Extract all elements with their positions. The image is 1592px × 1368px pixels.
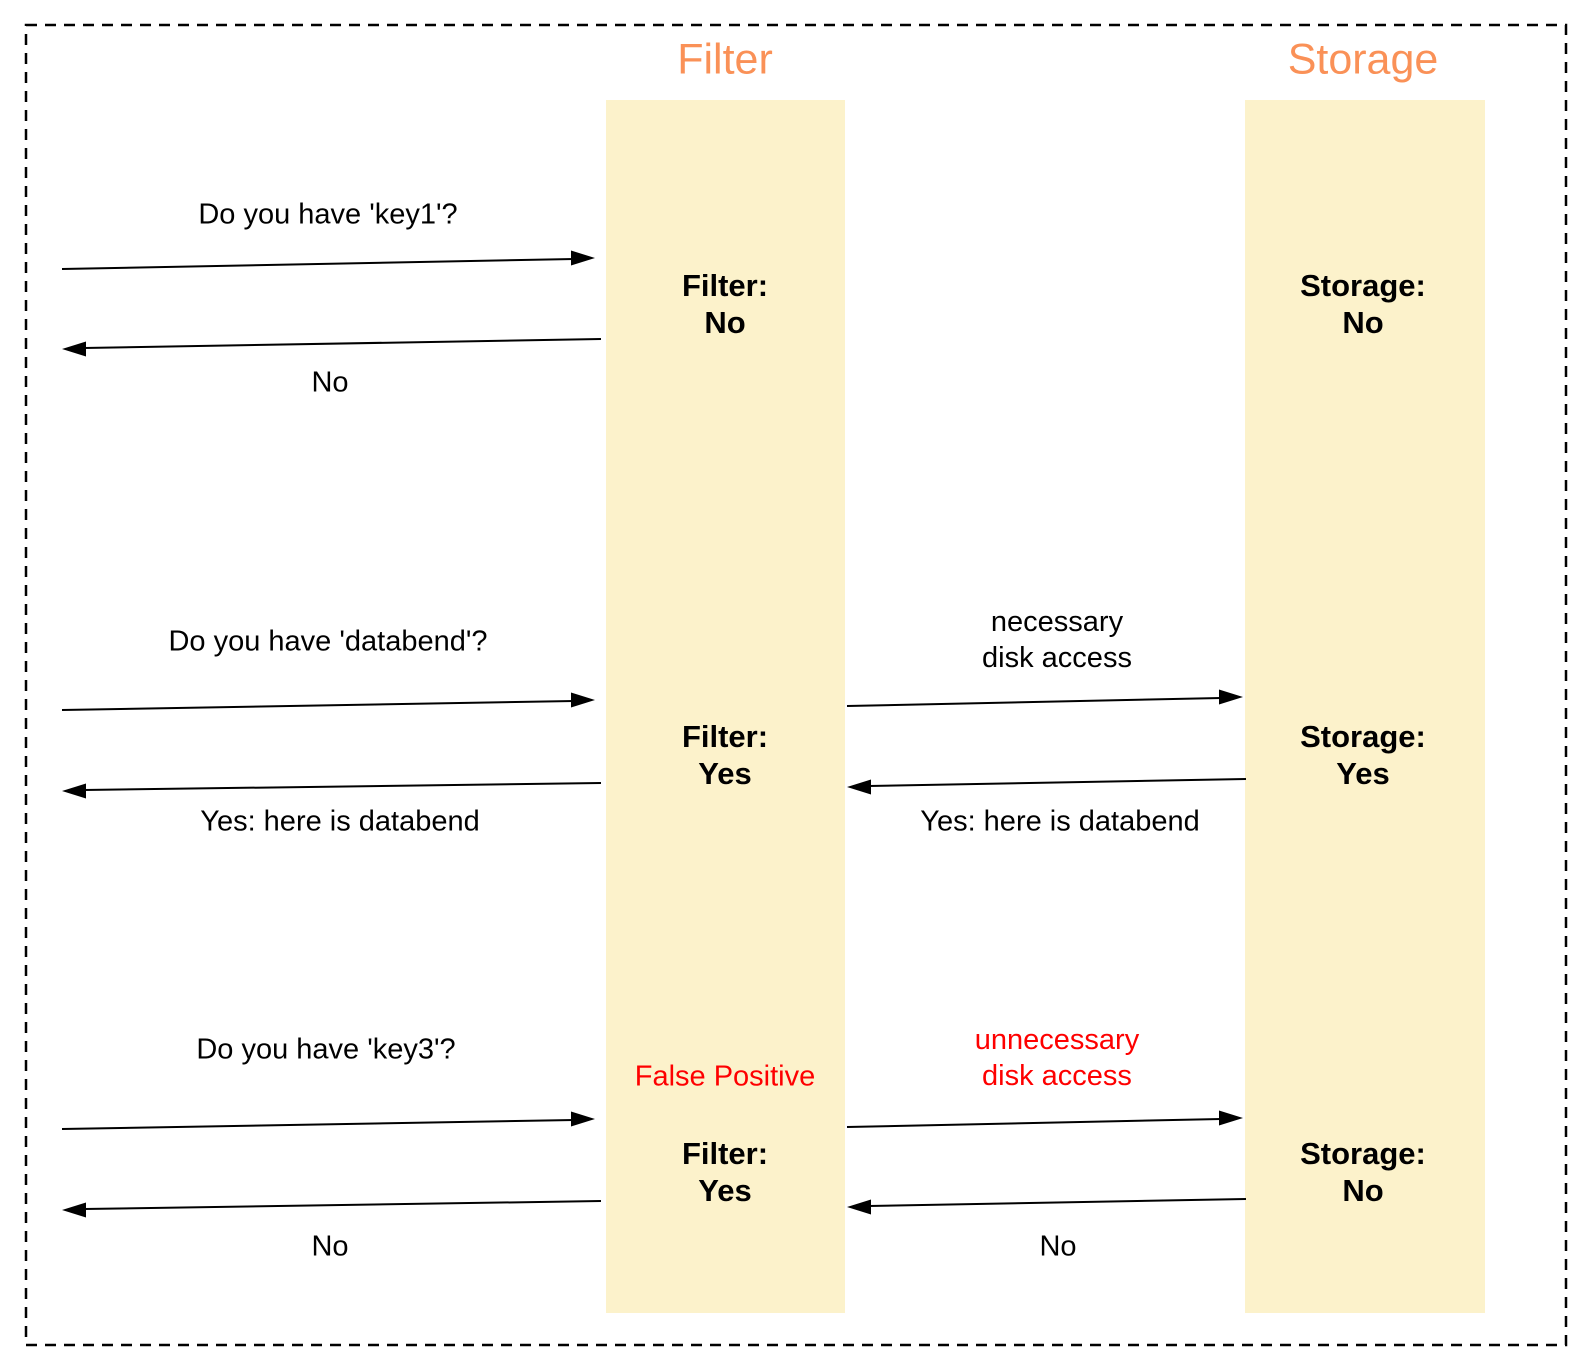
arrow-disk-response-databend bbox=[847, 778, 1247, 795]
false-positive-flag: False Positive bbox=[634, 1060, 816, 1093]
dashed-border bbox=[24, 23, 1568, 1347]
disk-access-note-databend: necessary disk access bbox=[982, 604, 1132, 676]
disk-access-note-key3-line1: unnecessary bbox=[974, 1024, 1140, 1056]
storage-state-3: Storage: No bbox=[1300, 1135, 1426, 1209]
storage-state-3-label: Storage: bbox=[1300, 1136, 1426, 1171]
arrow-disk-request-key3 bbox=[846, 1110, 1243, 1128]
disk-response-label-databend: Yes: here is databend bbox=[920, 805, 1200, 838]
request-label-key1: Do you have 'key1'? bbox=[198, 198, 458, 231]
filter-state-1: Filter: No bbox=[682, 267, 768, 341]
response-label-key1: No bbox=[311, 366, 349, 399]
arrow-request-key3 bbox=[61, 1111, 595, 1130]
response-label-databend: Yes: here is databend bbox=[200, 805, 480, 838]
filter-header: Filter bbox=[677, 35, 773, 84]
arrow-disk-response-key3 bbox=[847, 1198, 1247, 1215]
arrow-disk-request-databend bbox=[846, 689, 1243, 707]
disk-response-label-key3: No bbox=[1039, 1230, 1077, 1263]
arrow-request-key1 bbox=[61, 250, 595, 270]
filter-state-3: Filter: Yes bbox=[682, 1135, 768, 1209]
storage-state-1: Storage: No bbox=[1300, 267, 1426, 341]
disk-access-note-databend-line1: necessary bbox=[990, 606, 1124, 638]
filter-state-1-value: No bbox=[704, 305, 746, 340]
disk-access-note-key3: unnecessary disk access bbox=[975, 1022, 1139, 1094]
request-label-key3: Do you have 'key3'? bbox=[196, 1033, 456, 1066]
storage-state-1-label: Storage: bbox=[1300, 268, 1426, 303]
storage-state-3-value: No bbox=[1342, 1173, 1384, 1208]
request-label-databend: Do you have 'databend'? bbox=[168, 625, 488, 658]
filter-state-2: Filter: Yes bbox=[682, 718, 768, 792]
filter-lifeline bbox=[606, 100, 845, 1313]
storage-state-2: Storage: Yes bbox=[1300, 718, 1426, 792]
arrow-response-key3 bbox=[62, 1200, 602, 1218]
storage-state-2-label: Storage: bbox=[1300, 719, 1426, 754]
storage-state-2-value: Yes bbox=[1336, 756, 1390, 791]
arrow-request-databend bbox=[61, 692, 595, 711]
arrow-response-key1 bbox=[62, 338, 602, 357]
filter-state-2-value: Yes bbox=[698, 756, 752, 791]
arrow-response-databend bbox=[62, 782, 602, 799]
filter-state-1-label: Filter: bbox=[681, 268, 769, 303]
storage-state-1-value: No bbox=[1342, 305, 1384, 340]
filter-state-3-value: Yes bbox=[698, 1173, 752, 1208]
response-label-key3: No bbox=[311, 1230, 349, 1263]
disk-access-note-databend-line2: disk access bbox=[982, 642, 1132, 674]
filter-state-3-label: Filter: bbox=[681, 1136, 769, 1171]
storage-header: Storage bbox=[1287, 35, 1439, 84]
storage-lifeline bbox=[1245, 100, 1485, 1313]
disk-access-note-key3-line2: disk access bbox=[982, 1060, 1132, 1092]
filter-state-2-label: Filter: bbox=[681, 719, 769, 754]
